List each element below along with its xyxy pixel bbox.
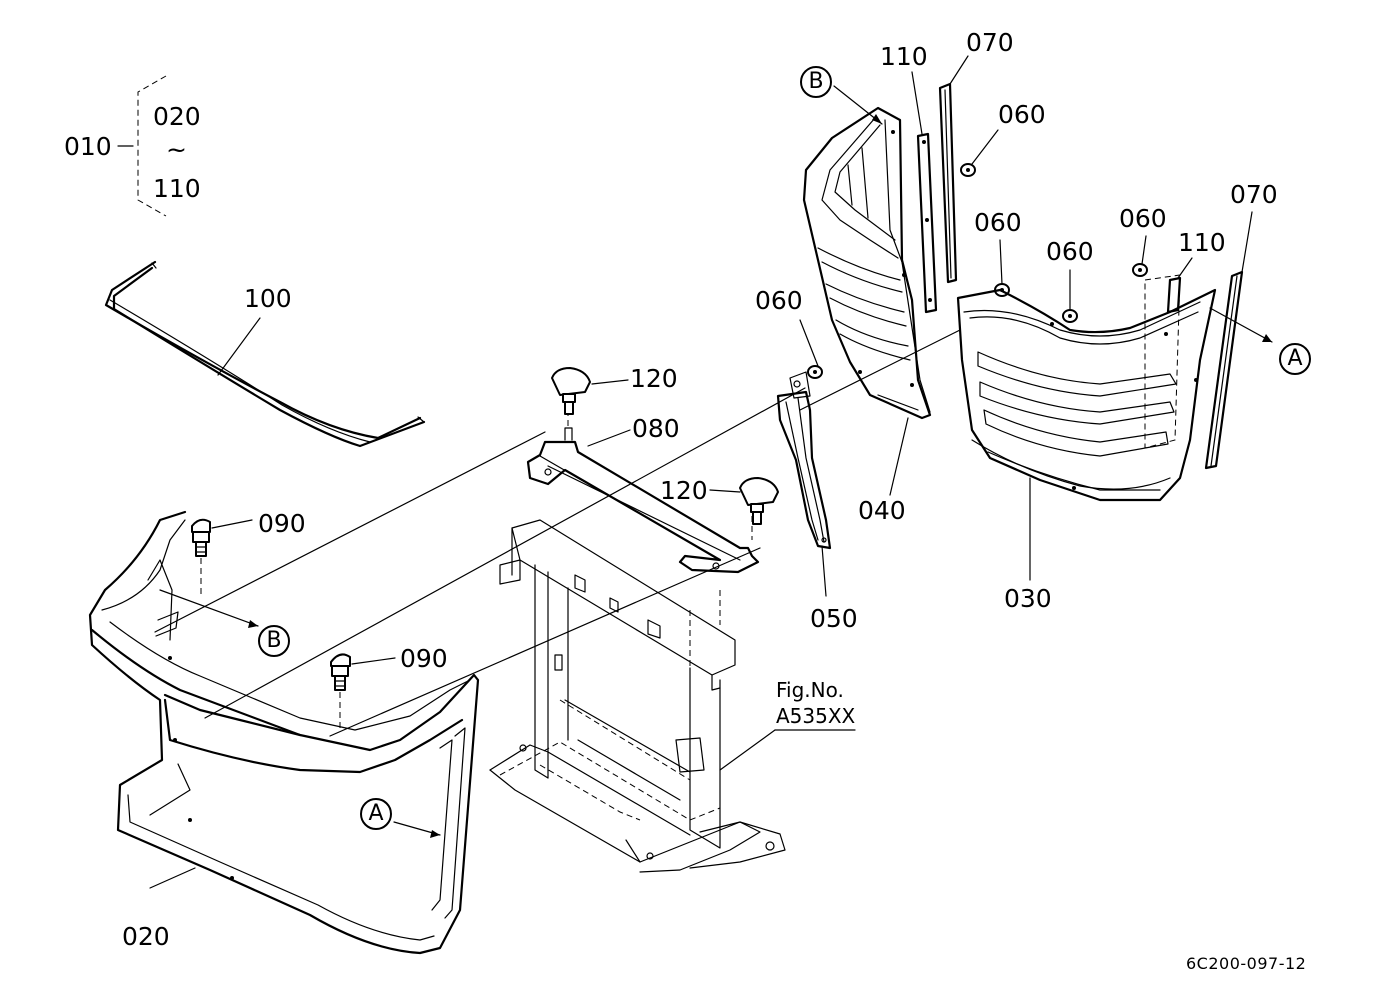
washer-060-e — [1132, 235, 1148, 277]
assembly-range-separator: ~ — [166, 135, 187, 164]
rivet-090-upper — [191, 518, 253, 596]
part-label-070-right: 070 — [1230, 180, 1278, 209]
knob-120-right — [709, 477, 779, 525]
part-label-060-a: 060 — [755, 286, 803, 315]
support-frame-reference — [489, 519, 856, 873]
figure-ref-line1: Fig.No. — [776, 678, 844, 702]
callout-b-top: B — [800, 66, 832, 98]
figure-ref-line2: A535XX — [776, 704, 856, 728]
rivet-090-lower — [330, 653, 396, 728]
part-label-070-left: 070 — [966, 28, 1014, 57]
center-rail-050 — [776, 371, 832, 597]
weather-strip-100 — [104, 260, 426, 448]
assembly-range-start-label: 020 — [153, 102, 201, 131]
edge-strip-070-left — [938, 55, 969, 284]
part-label-060-d: 060 — [1046, 237, 1094, 266]
washer-060-b — [960, 129, 999, 177]
part-label-120-left: 120 — [630, 364, 678, 393]
part-label-110-left: 110 — [880, 42, 928, 71]
part-label-060-b: 060 — [998, 100, 1046, 129]
part-label-040: 040 — [858, 496, 906, 525]
part-label-120-right: 120 — [660, 476, 708, 505]
seal-strip-110-left — [911, 71, 938, 314]
assembly-parent-label: 010 — [64, 132, 112, 161]
callout-a-right: A — [1279, 343, 1311, 375]
side-panel-040 — [802, 106, 932, 496]
part-label-050: 050 — [810, 604, 858, 633]
part-label-080: 080 — [632, 414, 680, 443]
seal-strip-110-right — [1166, 257, 1193, 314]
rear-panel-030 — [956, 274, 1217, 581]
part-label-090-upper: 090 — [258, 509, 306, 538]
callout-a-left: A — [360, 798, 392, 830]
part-label-020: 020 — [122, 922, 170, 951]
part-label-100: 100 — [244, 284, 292, 313]
washer-060-c — [994, 239, 1010, 297]
knob-120-left — [551, 367, 629, 415]
part-label-030: 030 — [1004, 584, 1052, 613]
part-label-090-lower: 090 — [400, 644, 448, 673]
part-label-060-c: 060 — [974, 208, 1022, 237]
bracket-080 — [526, 410, 760, 574]
drawing-number: 6C200-097-12 — [1186, 954, 1307, 973]
assembly-range-end-label: 110 — [153, 174, 201, 203]
front-grille-020 — [88, 510, 480, 955]
edge-strip-070-right — [1204, 211, 1253, 470]
washer-060-d — [1062, 269, 1078, 323]
assembly-guide-lines — [154, 85, 1273, 838]
part-label-060-e: 060 — [1119, 204, 1167, 233]
callout-b-mid: B — [258, 625, 290, 657]
assembly-bracket — [117, 75, 167, 217]
part-label-110-right: 110 — [1178, 228, 1226, 257]
washer-060-a — [799, 319, 823, 379]
